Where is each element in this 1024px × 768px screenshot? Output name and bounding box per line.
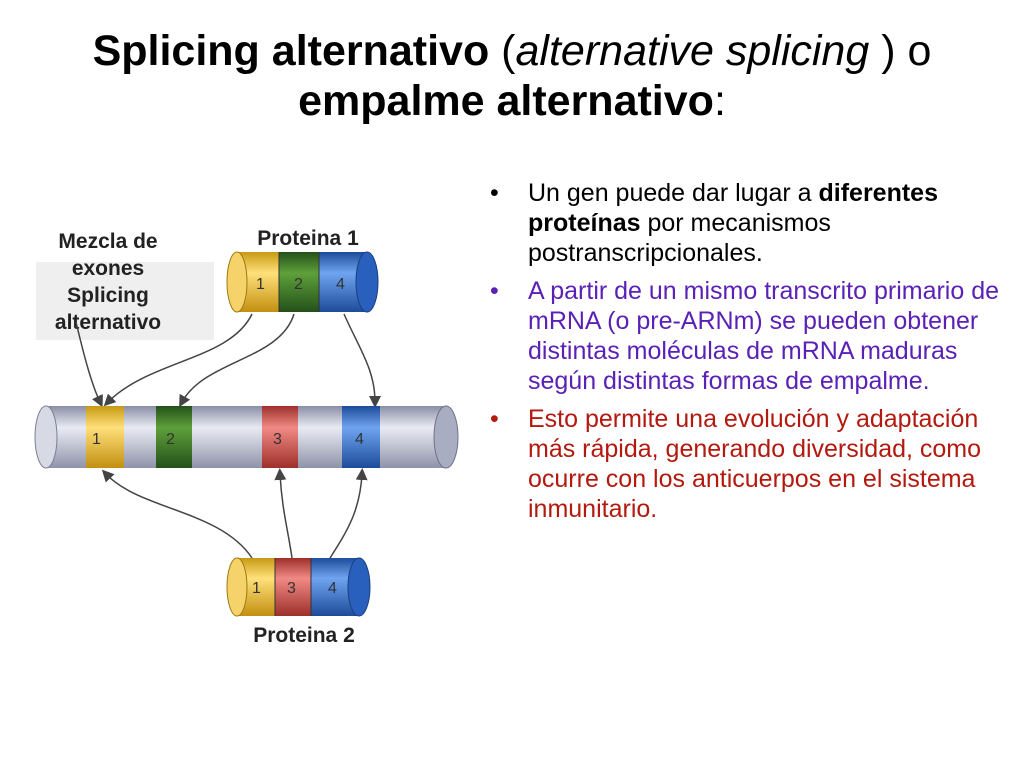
label-line-1: Mezcla de [58, 230, 157, 253]
arrow-p1-exon4 [343, 313, 381, 408]
title-colon: : [713, 77, 726, 125]
p2-exon-1-number: 1 [252, 580, 261, 597]
protein-2-label: Proteina 2 [253, 624, 355, 647]
arrow-p2-exon1 [101, 469, 253, 559]
bullet-1-bold: diferentes proteínas [528, 179, 938, 237]
pre-exon-4-number: 4 [355, 431, 364, 448]
bullet-dot: • [490, 405, 499, 433]
splicing-diagram-svg: Mezcla de exones Splicing alternativo Pr… [34, 227, 459, 647]
title-bold-1: Splicing alternativo [92, 27, 490, 75]
title-italic: alternative splicing [515, 27, 870, 75]
label-line-3: Splicing [67, 284, 149, 307]
bullet-1-post: por mecanismos postranscripcionales. [528, 209, 831, 267]
title-paren-open: ( [489, 27, 516, 75]
bullet-item-1: • Un gen puede dar lugar a diferentes pr… [486, 178, 1016, 268]
arrow-p2-exon4 [329, 468, 368, 559]
arrow-label [75, 321, 103, 408]
pre-exon-1-number: 1 [92, 431, 101, 448]
protein-1-cylinder: 1 2 4 [226, 251, 379, 313]
slide-title: Splicing alternativo (alternative splici… [40, 26, 984, 126]
arrow-p2-exon3 [274, 468, 293, 559]
bullet-dot: • [490, 179, 499, 207]
label-line-2: exones [72, 257, 144, 280]
p1-exon-4-number: 4 [336, 276, 345, 293]
splicing-diagram: Mezcla de exones Splicing alternativo Pr… [30, 210, 470, 660]
p2-exon-4-number: 4 [328, 580, 337, 597]
p1-exon-2-number: 2 [294, 276, 303, 293]
pre-exon-3-number: 3 [273, 431, 282, 448]
label-line-4: alternativo [55, 311, 161, 334]
bullet-3-text: Esto permite una evolución y adaptación … [528, 405, 982, 523]
bullet-dot: • [490, 277, 499, 305]
bullet-list: • Un gen puede dar lugar a diferentes pr… [486, 178, 1016, 532]
bullet-1-pre: Un gen puede dar lugar a [528, 179, 819, 207]
protein-2-cylinder: 1 3 4 [226, 557, 371, 617]
title-bold-2: empalme alternativo [298, 77, 714, 125]
pre-exon-2-number: 2 [166, 431, 175, 448]
protein-1-label: Proteina 1 [257, 227, 359, 250]
bullet-item-3: • Esto permite una evolución y adaptació… [486, 404, 1016, 524]
arrow-p1-exon1 [103, 313, 253, 407]
label-background [36, 262, 214, 340]
arrow-p1-exon2 [179, 313, 295, 408]
p1-exon-1-number: 1 [256, 276, 265, 293]
bullet-item-2: • A partir de un mismo transcrito primar… [486, 276, 1016, 396]
pre-mrna-cylinder: 1 2 3 4 [34, 405, 459, 469]
p2-exon-3-number: 3 [287, 580, 296, 597]
title-connector: ) o [869, 27, 932, 75]
bullet-2-text: A partir de un mismo transcrito primario… [528, 277, 1000, 395]
